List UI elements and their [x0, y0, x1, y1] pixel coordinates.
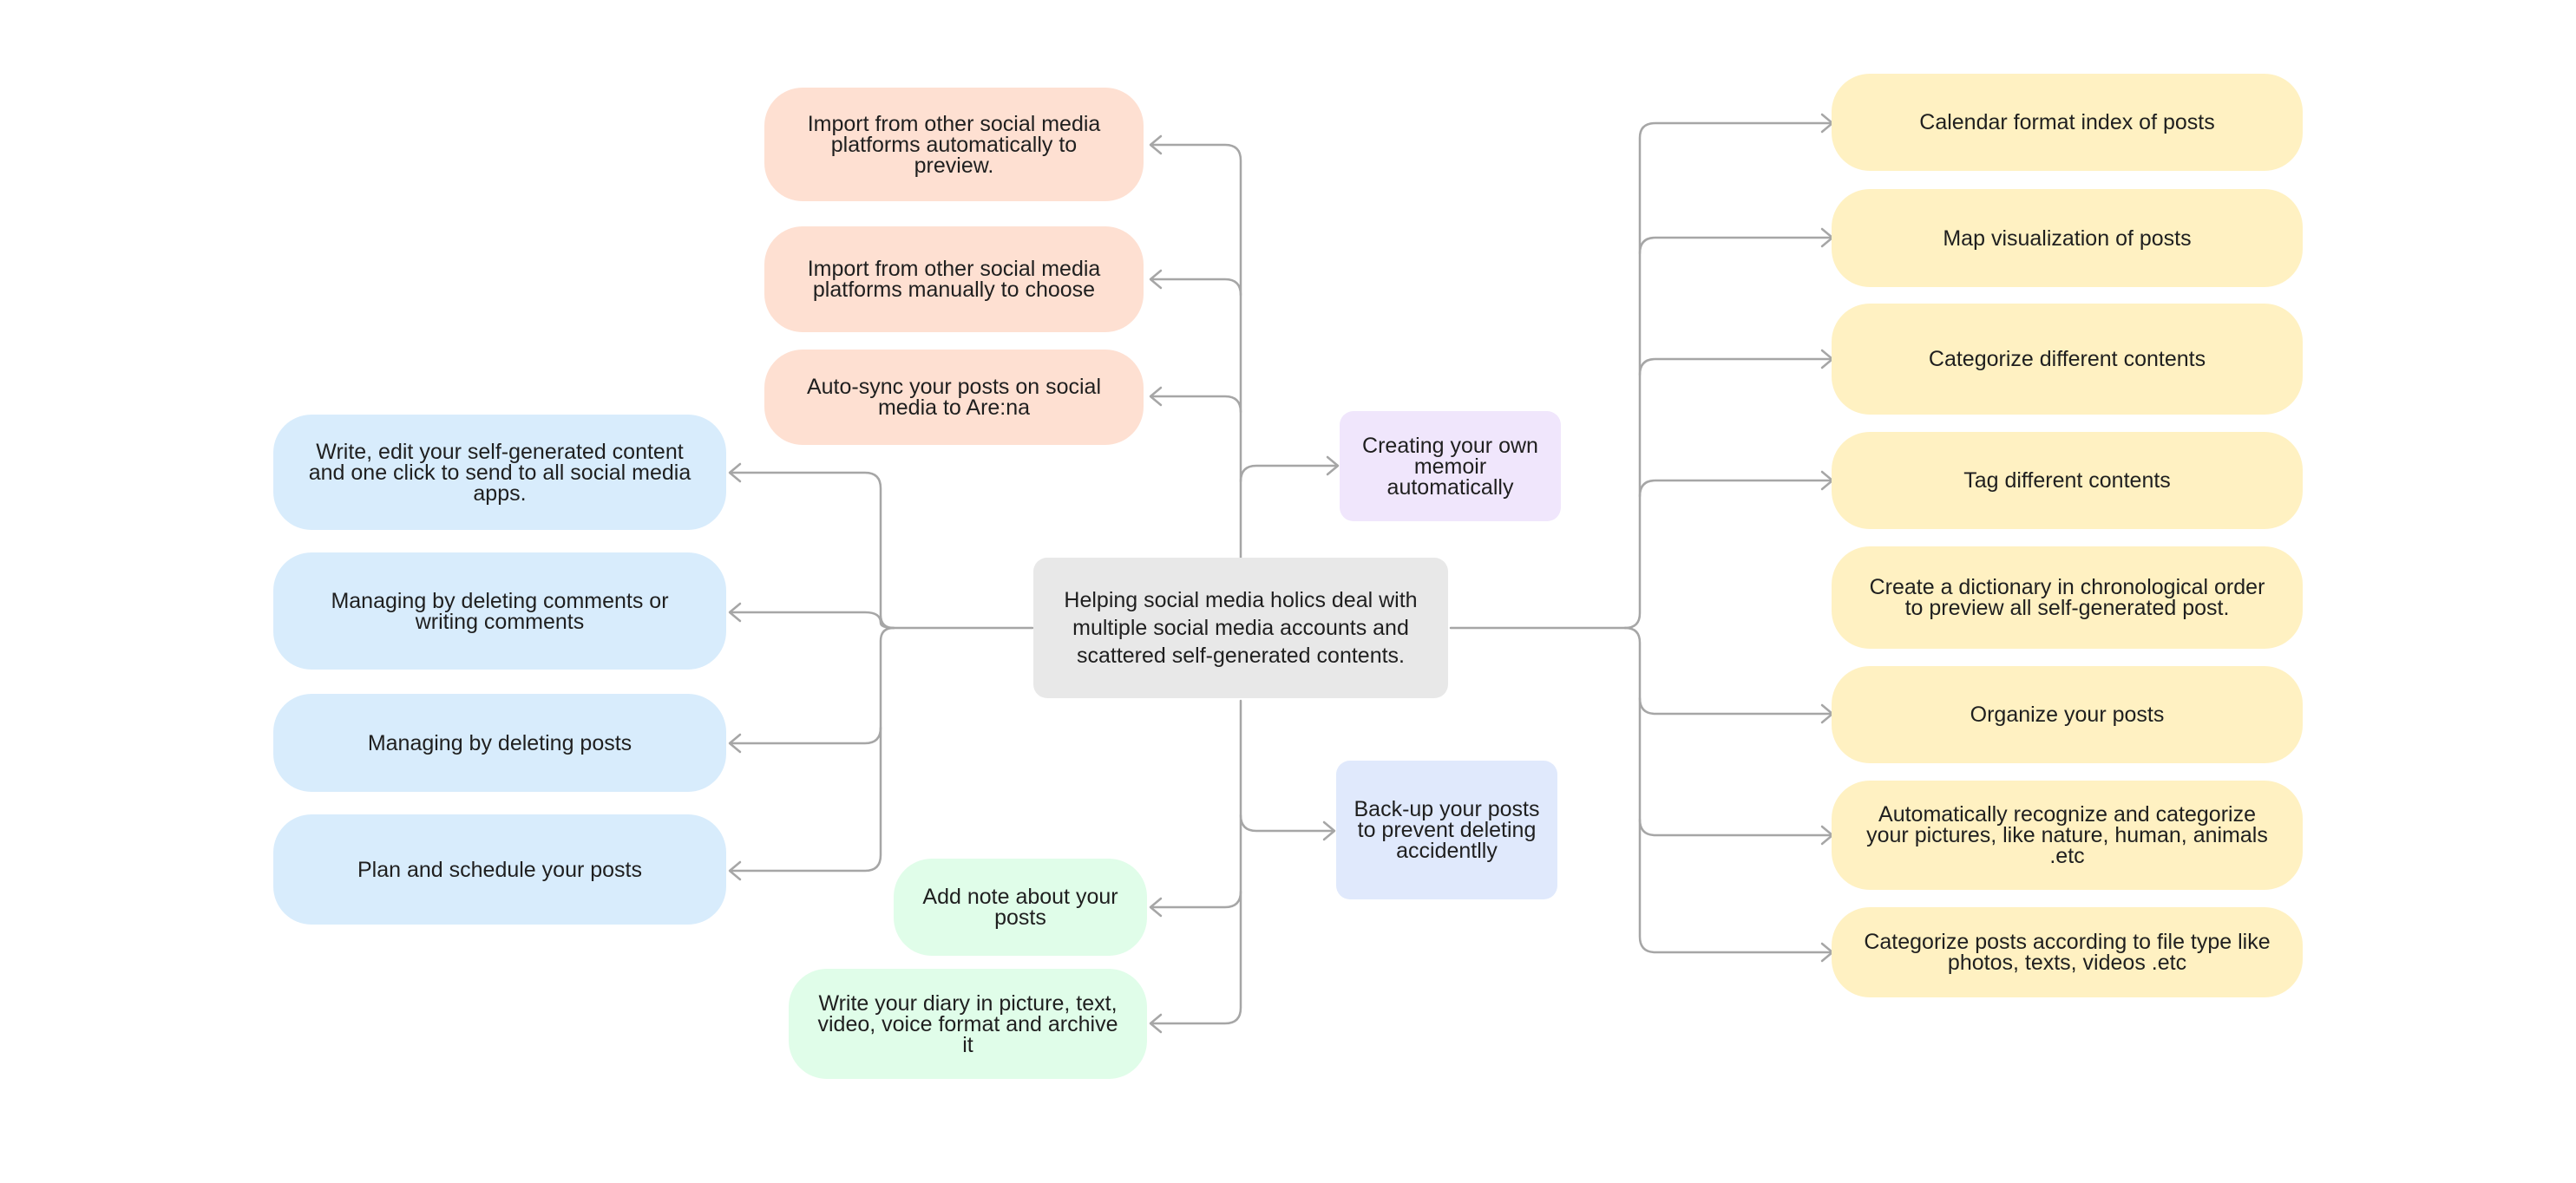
connector-organize: [1638, 696, 1832, 716]
connector-plan-schedule: [730, 726, 882, 873]
node-auto-sync[interactable]: Auto-sync your posts on social media to …: [764, 350, 1144, 445]
node-auto-sync-text: Auto-sync your posts on social media to …: [806, 375, 1102, 420]
node-add-note-text: Add note about your posts: [922, 885, 1118, 930]
node-chronological-dictionary[interactable]: Create a dictionary in chronological ord…: [1832, 546, 2303, 649]
node-managing-comments-text: Managing by deleting comments or writing…: [331, 588, 669, 634]
node-back-up-posts[interactable]: Back-up your posts to prevent deleting a…: [1336, 761, 1557, 899]
arrowhead-backup: [1322, 820, 1336, 841]
node-write-edit-content-text: Write, edit your self-generated content …: [308, 439, 692, 506]
connector-import-manual: [1150, 278, 1242, 297]
arrowhead-write-diary: [1149, 1013, 1163, 1034]
node-map-visualization-text: Map visualization of posts: [1943, 225, 2192, 251]
arrowhead-write-edit: [728, 462, 742, 483]
connector-add-note: [1150, 890, 1242, 909]
node-plan-schedule-posts[interactable]: Plan and schedule your posts: [273, 814, 726, 925]
node-calendar-index-text: Calendar format index of posts: [1919, 110, 2215, 134]
connector-categorize: [1638, 357, 1832, 376]
arrowhead-memoir: [1326, 455, 1340, 476]
connector-tag: [1638, 479, 1832, 498]
node-auto-recognize-pictures[interactable]: Automatically recognize and categorize y…: [1832, 781, 2303, 890]
node-map-visualization[interactable]: Map visualization of posts: [1832, 189, 2303, 287]
node-categorize-contents[interactable]: Categorize different contents: [1832, 304, 2303, 415]
node-plan-schedule-posts-text: Plan and schedule your posts: [357, 857, 642, 882]
connector-write-edit: [730, 471, 895, 630]
node-auto-recognize-pictures-text: Automatically recognize and categorize y…: [1866, 802, 2268, 868]
node-import-manually-text: Import from other social media platforms…: [807, 257, 1101, 302]
node-import-automatically-text: Import from other social media platforms…: [807, 111, 1101, 178]
node-back-up-posts-text: Back-up your posts to prevent deleting a…: [1354, 797, 1540, 863]
central-topic-text: Helping social media holics deal with mu…: [1064, 588, 1418, 668]
connector-auto-sync: [1150, 395, 1242, 414]
node-tag-contents[interactable]: Tag different contents: [1832, 432, 2303, 529]
connector-manage-posts: [730, 626, 895, 745]
arrowhead-import-auto: [1149, 134, 1163, 155]
connector-auto-recognize: [1638, 818, 1832, 837]
node-import-manually[interactable]: Import from other social media platforms…: [764, 226, 1144, 332]
node-add-note[interactable]: Add note about your posts: [894, 859, 1147, 956]
arrowhead-manage-posts: [728, 733, 742, 754]
node-creating-memoir-text: Creating your own memoir automatically: [1362, 433, 1538, 500]
connector-lower-trunk: [1623, 626, 1832, 954]
node-managing-deleting-posts[interactable]: Managing by deleting posts: [273, 694, 726, 792]
node-write-edit-content[interactable]: Write, edit your self-generated content …: [273, 415, 726, 530]
connector-manage-comments: [730, 611, 895, 630]
node-categorize-file-type[interactable]: Categorize posts according to file type …: [1832, 907, 2303, 997]
connector-bottom-trunk: [1150, 699, 1242, 1025]
arrowhead-add-note: [1149, 897, 1163, 918]
node-organize-posts-text: Organize your posts: [1970, 703, 2165, 727]
node-categorize-file-type-text: Categorize posts according to file type …: [1864, 930, 2271, 975]
node-managing-deleting-posts-text: Managing by deleting posts: [367, 730, 633, 755]
connector-right-trunk: [1623, 121, 1832, 630]
node-organize-posts[interactable]: Organize your posts: [1832, 666, 2303, 763]
connector-map: [1638, 236, 1832, 255]
central-topic-node[interactable]: Helping social media holics deal with mu…: [1033, 558, 1448, 698]
arrowhead-plan-schedule: [728, 860, 742, 881]
node-chronological-dictionary-text: Create a dictionary in chronological ord…: [1869, 575, 2265, 620]
node-categorize-contents-text: Categorize different contents: [1928, 347, 2206, 371]
node-write-diary[interactable]: Write your diary in picture, text, video…: [789, 969, 1147, 1079]
connector-memoir: [1239, 464, 1338, 483]
node-write-diary-text: Write your diary in picture, text, video…: [817, 990, 1118, 1057]
node-tag-contents-text: Tag different contents: [1963, 468, 2171, 493]
connector-backup: [1239, 814, 1334, 833]
node-managing-comments[interactable]: Managing by deleting comments or writing…: [273, 552, 726, 670]
arrowhead-auto-sync: [1149, 386, 1163, 407]
arrowhead-import-manual: [1149, 269, 1163, 290]
node-creating-memoir[interactable]: Creating your own memoir automatically: [1340, 411, 1561, 521]
node-import-automatically[interactable]: Import from other social media platforms…: [764, 88, 1144, 201]
arrowhead-manage-comments: [728, 602, 742, 623]
connector-top-trunk: [1150, 143, 1242, 561]
node-calendar-index[interactable]: Calendar format index of posts: [1832, 74, 2303, 171]
